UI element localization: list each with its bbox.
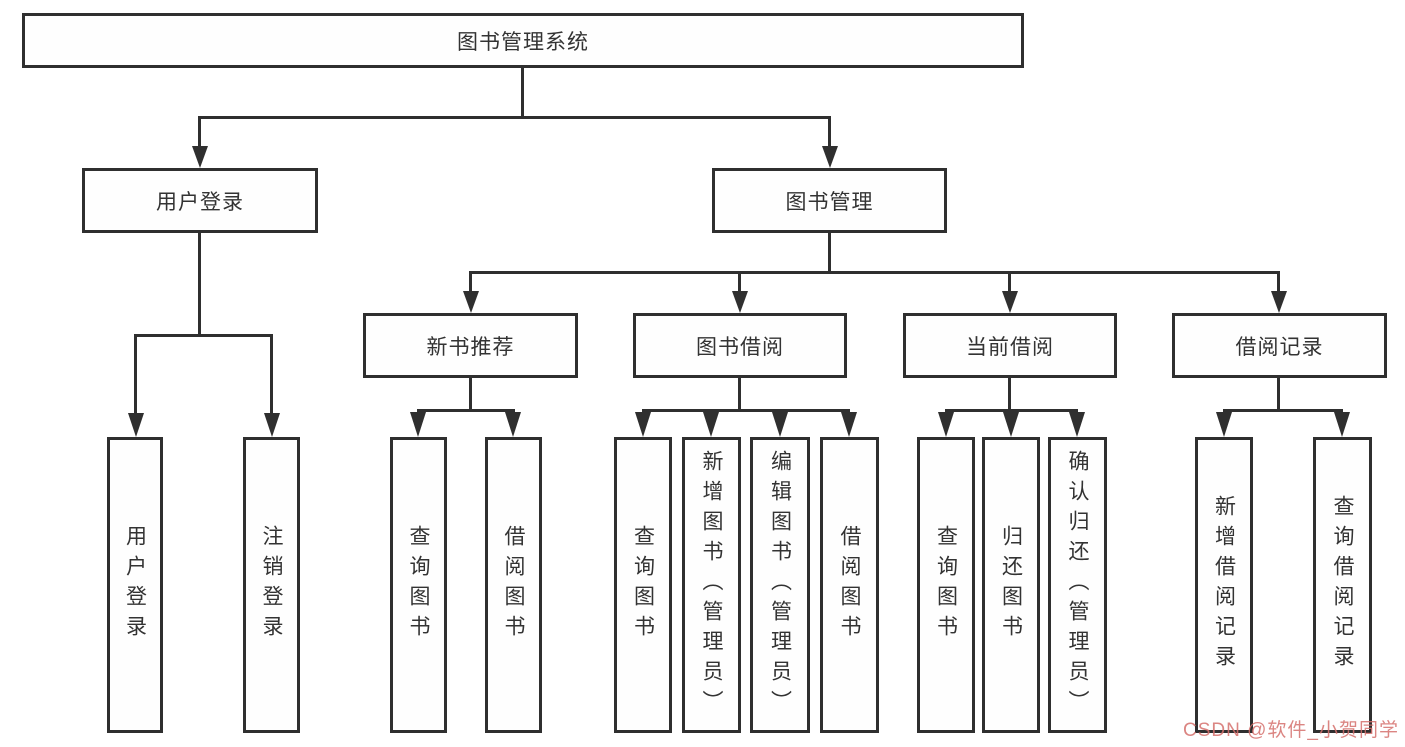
- connector-cb-stem: [1008, 378, 1011, 412]
- connector-cb-bar: [945, 409, 1078, 412]
- arrow-down-icon: [1334, 412, 1350, 437]
- leaf-logout: 注销登录: [243, 437, 300, 733]
- connector-root-stem: [521, 68, 524, 119]
- connector-to-book-borrow: [738, 271, 741, 292]
- leaf-rec-query-books: 查询图书: [390, 437, 447, 733]
- connector-level3-bar: [470, 271, 1280, 274]
- node-current-borrowing: 当前借阅: [903, 313, 1117, 378]
- arrow-down-icon: [938, 412, 954, 437]
- connector-bb-bar: [642, 409, 850, 412]
- node-book-borrowing: 图书借阅: [633, 313, 847, 378]
- arrow-down-icon: [1002, 291, 1018, 313]
- leaf-user-login: 用户登录: [107, 437, 163, 733]
- arrow-down-icon: [505, 412, 521, 437]
- connector-rec-bar: [417, 409, 515, 412]
- connector-to-borrow-records: [1277, 271, 1280, 292]
- arrow-down-icon: [772, 412, 788, 437]
- csdn-watermark: CSDN @软件_小贺同学: [1183, 720, 1399, 741]
- arrow-down-icon: [703, 412, 719, 437]
- leaf-bb-query-books: 查询图书: [614, 437, 672, 733]
- node-new-book-recommend: 新书推荐: [363, 313, 578, 378]
- node-user-login: 用户登录: [82, 168, 318, 233]
- node-root-library-system: 图书管理系统: [22, 13, 1024, 68]
- connector-bb-stem: [738, 378, 741, 412]
- arrow-down-icon: [410, 412, 426, 437]
- node-borrow-records: 借阅记录: [1172, 313, 1387, 378]
- arrow-down-icon: [463, 291, 479, 313]
- connector-user-login-bar: [134, 334, 273, 337]
- leaf-cb-confirm-return-admin: 确认归还（管理员）: [1048, 437, 1107, 733]
- arrow-down-icon: [1069, 412, 1085, 437]
- connector-to-book-mgmt: [828, 116, 831, 148]
- arrow-down-icon: [732, 291, 748, 313]
- connector-user-login-stem: [198, 233, 201, 336]
- node-book-management: 图书管理: [712, 168, 947, 233]
- arrow-down-icon: [264, 413, 280, 437]
- arrow-down-icon: [635, 412, 651, 437]
- arrow-down-icon: [128, 413, 144, 437]
- connector-to-leaf: [134, 334, 137, 414]
- leaf-cb-return-books: 归还图书: [982, 437, 1040, 733]
- arrow-down-icon: [822, 146, 838, 168]
- leaf-bb-borrow-books: 借阅图书: [820, 437, 879, 733]
- connector-to-new-book-rec: [469, 271, 472, 292]
- leaf-br-add-record: 新增借阅记录: [1195, 437, 1253, 733]
- connector-to-leaf: [270, 334, 273, 414]
- connector-br-stem: [1277, 378, 1280, 412]
- arrow-down-icon: [192, 146, 208, 168]
- arrow-down-icon: [1003, 412, 1019, 437]
- arrow-down-icon: [841, 412, 857, 437]
- connector-book-mgmt-stem: [828, 233, 831, 274]
- leaf-bb-edit-books-admin: 编辑图书（管理员）: [750, 437, 810, 733]
- connector-level1-bar: [199, 116, 831, 119]
- leaf-cb-query-books: 查询图书: [917, 437, 975, 733]
- connector-br-bar: [1223, 409, 1343, 412]
- arrow-down-icon: [1216, 412, 1232, 437]
- arrow-down-icon: [1271, 291, 1287, 313]
- connector-to-user-login: [198, 116, 201, 148]
- leaf-br-query-record: 查询借阅记录: [1313, 437, 1372, 733]
- leaf-rec-borrow-books: 借阅图书: [485, 437, 542, 733]
- leaf-bb-add-books-admin: 新增图书（管理员）: [682, 437, 741, 733]
- connector-rec-stem: [469, 378, 472, 412]
- connector-to-current-borrow: [1008, 271, 1011, 292]
